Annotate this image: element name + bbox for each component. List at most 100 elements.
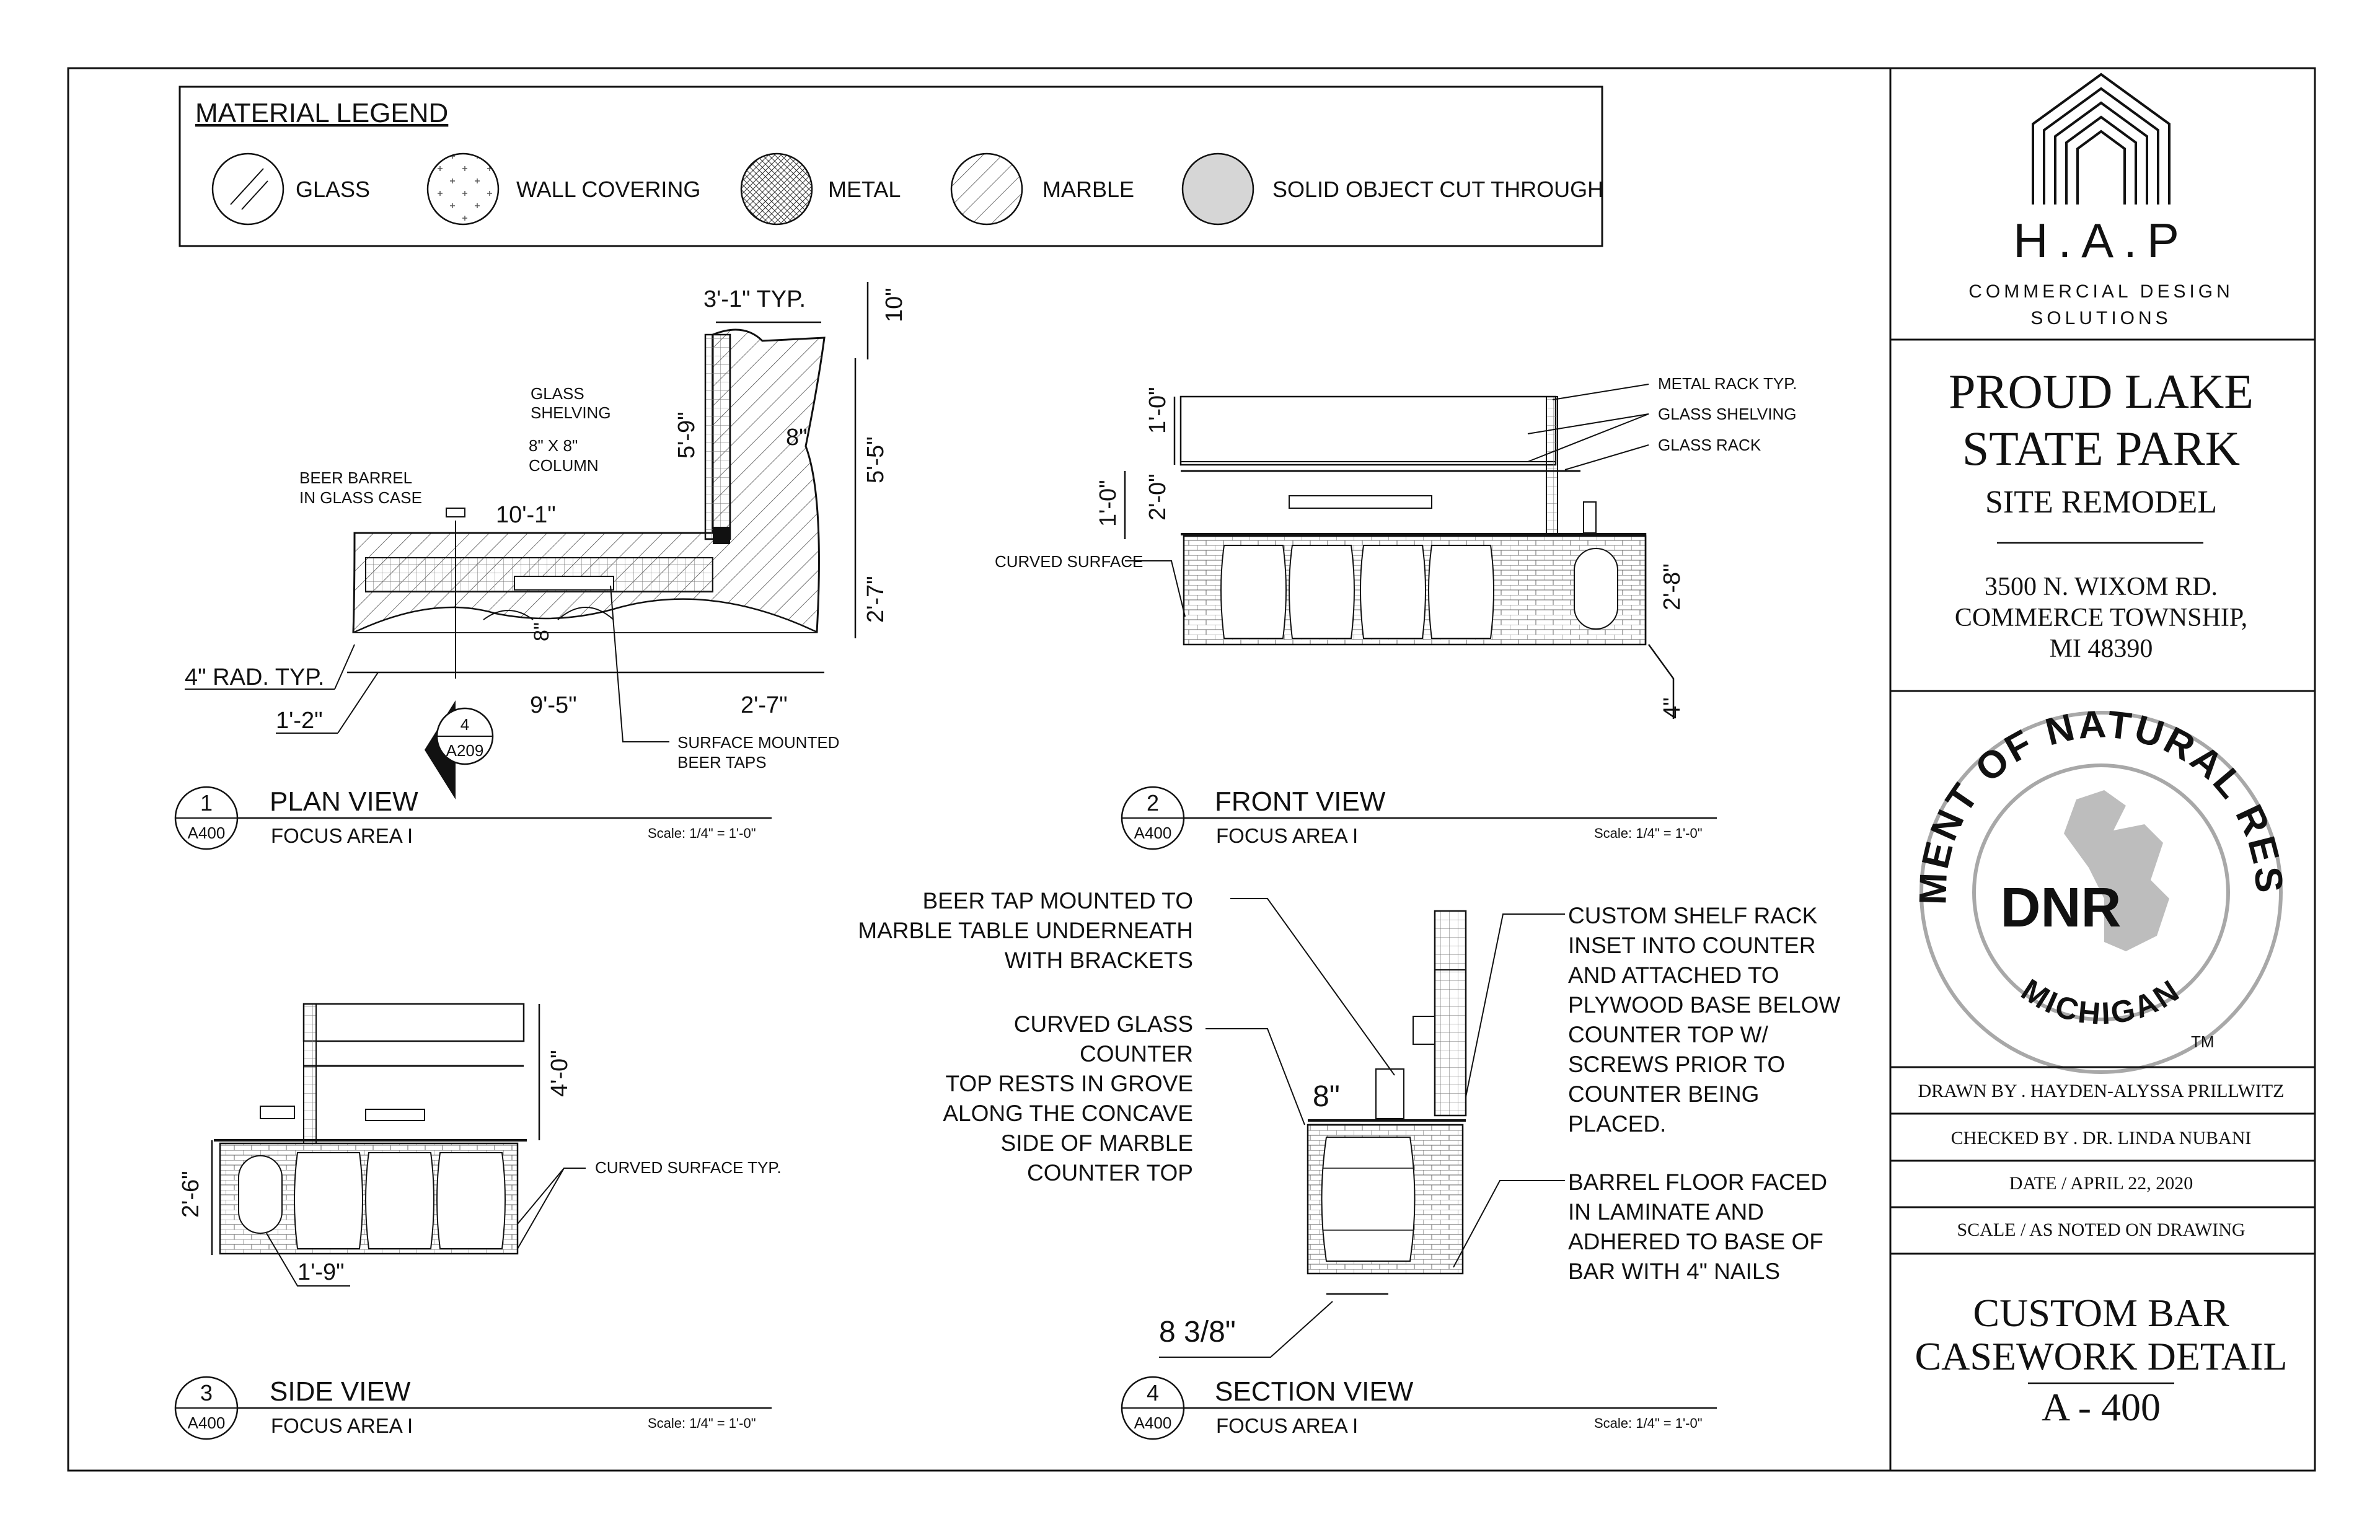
front-view-drawing: 1'-0" 1'-0" 2'-0" 2'-8" 4" METAL RACK TY… (995, 374, 1797, 719)
logo-sub-1: COMMERCIAL DESIGN (1968, 281, 2234, 302)
dim-five-nine: 5'-9" (674, 411, 700, 459)
address-line-1: 3500 N. WIXOM RD. (1985, 573, 2218, 601)
plan-view-drawing: 3'-1" TYP. 10" 5'-9" 8" 5'-5" 10'-1" 2'-… (185, 282, 907, 799)
note-rack-line-6: SCREWS PRIOR TO (1568, 1052, 1785, 1077)
dim-typ: 3'-1" TYP. (703, 286, 806, 312)
view-sheet-4: A400 (1134, 1414, 1172, 1432)
svg-text:MICHIGAN: MICHIGAN (2016, 972, 2187, 1031)
project-name-3: SITE REMODEL (1985, 485, 2217, 520)
view-subtitle-4: FOCUS AREA I (1216, 1414, 1358, 1437)
note-floor-line-1: BARREL FLOOR FACED (1568, 1169, 1827, 1195)
note-glass-line-5: SIDE OF MARBLE (1001, 1130, 1193, 1156)
view-sheet-3: A400 (188, 1414, 226, 1432)
seal-center-text: DNR (2001, 877, 2122, 939)
note-barrel-1: BEER BARREL (299, 469, 412, 487)
note-rack-line-1: CUSTOM SHELF RACK (1568, 903, 1818, 928)
note-glass-line-2: COUNTER (1080, 1041, 1193, 1067)
legend-label-solid: SOLID OBJECT CUT THROUGH (1272, 177, 1603, 202)
view-number-4: 4 (1147, 1380, 1159, 1406)
dim-side-one-nine: 1'-9" (298, 1259, 345, 1285)
note-rack-line-2: INSET INTO COUNTER (1568, 933, 1816, 958)
material-legend: MATERIAL LEGEND GLASS WALL COVERING META… (178, 86, 1603, 247)
sheet-title-1: CUSTOM BAR (1973, 1291, 2229, 1335)
note-metal-rack: METAL RACK TYP. (1658, 374, 1797, 393)
dim-eight-a: 8" (786, 425, 808, 451)
solid-swatch-icon (1181, 152, 1254, 226)
dim-front-two-eight: 2'-8" (1659, 563, 1685, 610)
note-barrel-2: IN GLASS CASE (299, 488, 422, 507)
view-title-front: 2 A400 FRONT VIEW FOCUS AREA I Scale: 1/… (1121, 786, 1717, 850)
dim-front-one-zero-b: 1'-0" (1095, 480, 1121, 527)
view-number-1: 1 (200, 790, 213, 816)
view-title-1: PLAN VIEW (270, 786, 418, 817)
legend-label-marble: MARBLE (1042, 177, 1134, 202)
dim-nine-five: 9'-5" (530, 692, 577, 718)
note-glass-line-3: TOP RESTS IN GROVE (945, 1071, 1193, 1096)
view-sheet-1: A400 (188, 824, 226, 842)
dim-side-four-zero: 4'-0" (547, 1050, 573, 1097)
view-scale-2: Scale: 1/4" = 1'-0" (1594, 825, 1703, 841)
dim-rad: 4" RAD. TYP. (185, 664, 324, 690)
seal-ring-text: DEPARTMENT OF NATURAL RESOURCES (0, 0, 2288, 905)
section-tag-sheet: A209 (446, 741, 484, 760)
dim-two-seven-v: 2'-7" (863, 576, 889, 623)
note-side-curved: CURVED SURFACE TYP. (595, 1158, 782, 1177)
note-rack-line-3: AND ATTACHED TO (1568, 962, 1779, 988)
view-number-2: 2 (1147, 790, 1159, 816)
note-tap-line-2: MARBLE TABLE UNDERNEATH (858, 918, 1193, 943)
note-taps-2: BEER TAPS (677, 753, 767, 772)
section-tag-number: 4 (461, 715, 469, 734)
note-rack-line-7: COUNTER BEING (1568, 1081, 1759, 1107)
note-glass-line-1: CURVED GLASS (1014, 1011, 1193, 1037)
view-number-3: 3 (200, 1380, 213, 1406)
note-front-curved: CURVED SURFACE (995, 552, 1143, 571)
dim-ten-in: 10" (881, 288, 907, 322)
dim-five-five: 5'-5" (863, 436, 889, 483)
logo-text: H.A.P (2013, 213, 2189, 268)
dim-section-eight-three-eighths: 8 3/8" (1159, 1316, 1236, 1349)
note-glass-line-4: ALONG THE CONCAVE (943, 1101, 1193, 1126)
view-title-3: SIDE VIEW (270, 1376, 411, 1407)
dim-side-two-six: 2'-6" (178, 1171, 204, 1218)
note-tap-line-3: WITH BRACKETS (1005, 948, 1193, 973)
hap-logo-icon (2032, 73, 2171, 205)
dim-front-four: 4" (1659, 697, 1685, 719)
address-line-2: COMMERCE TOWNSHIP, (1955, 604, 2247, 632)
view-title-4: SECTION VIEW (1215, 1376, 1414, 1407)
logo-sub-2: SOLUTIONS (2030, 308, 2171, 328)
project-name-2: STATE PARK (1962, 421, 2240, 475)
dim-ten-one: 10'-1" (496, 502, 556, 528)
sheet-number: A - 400 (2042, 1385, 2161, 1429)
legend-label-metal: METAL (828, 177, 901, 202)
dim-eight-b: 8" (530, 622, 553, 641)
note-rack-line-4: PLYWOOD BASE BELOW (1568, 992, 1840, 1018)
note-glass-shelving-2: SHELVING (531, 403, 611, 422)
drawing-date: DATE / APRIL 22, 2020 (2009, 1173, 2193, 1194)
dim-one-two: 1'-2" (276, 708, 323, 734)
wall-covering-swatch-icon (426, 152, 500, 226)
view-title-plan: 1 A400 PLAN VIEW FOCUS AREA I Scale: 1/4… (174, 786, 772, 850)
view-scale-4: Scale: 1/4" = 1'-0" (1594, 1415, 1703, 1431)
note-floor-line-3: ADHERED TO BASE OF (1568, 1229, 1823, 1254)
legend-label-wall-covering: WALL COVERING (516, 177, 700, 202)
view-scale-3: Scale: 1/4" = 1'-0" (648, 1415, 756, 1431)
dim-front-one-zero-a: 1'-0" (1145, 387, 1171, 434)
note-tap-line-1: BEER TAP MOUNTED TO (922, 888, 1193, 913)
address-line-3: MI 48390 (2050, 635, 2153, 663)
dim-two-seven-h: 2'-7" (741, 692, 788, 718)
project-name-1: PROUD LAKE (1949, 364, 2254, 418)
note-column-1: 8" X 8" (529, 436, 578, 455)
note-front-glass-rack: GLASS RACK (1658, 436, 1761, 454)
legend-label-glass: GLASS (296, 177, 370, 202)
note-floor-line-2: IN LAMINATE AND (1568, 1199, 1764, 1225)
sheet-border (67, 67, 2316, 1472)
view-sheet-2: A400 (1134, 824, 1172, 842)
view-subtitle-3: FOCUS AREA I (271, 1414, 413, 1437)
note-glass-shelving-1: GLASS (531, 384, 584, 403)
view-scale-1: Scale: 1/4" = 1'-0" (648, 825, 756, 841)
note-glass-line-6: COUNTER TOP (1027, 1160, 1193, 1186)
note-front-glass-shelving: GLASS SHELVING (1658, 405, 1797, 423)
view-title-side: 3 A400 SIDE VIEW FOCUS AREA I Scale: 1/4… (174, 1376, 772, 1440)
dim-section-eight: 8" (1313, 1080, 1340, 1113)
view-subtitle-1: FOCUS AREA I (271, 824, 413, 847)
